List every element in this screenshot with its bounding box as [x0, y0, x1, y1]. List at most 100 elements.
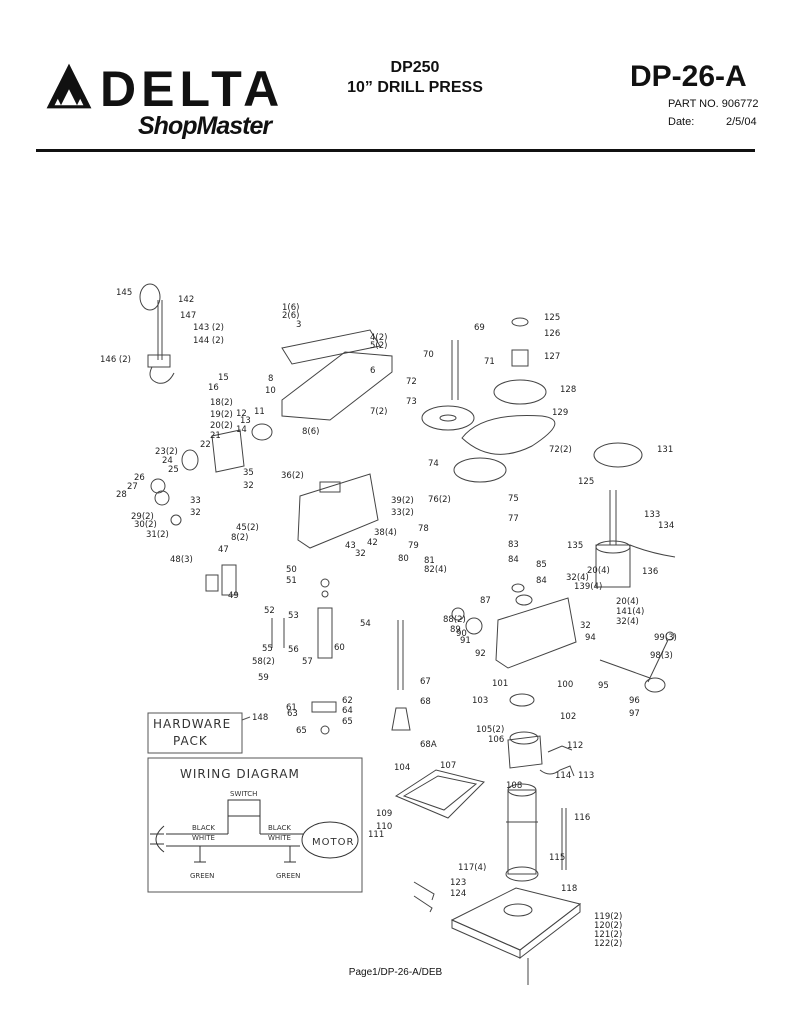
part-callout: 112	[567, 741, 583, 751]
part-callout: 129	[552, 408, 568, 418]
part-callout: 47	[218, 545, 229, 555]
part-callout: 30(2)	[134, 520, 157, 530]
part-callout: 14	[236, 425, 247, 435]
part-callout: 114	[555, 771, 571, 781]
part-callout: 48(3)	[170, 555, 193, 565]
part-callout: 57	[302, 657, 313, 667]
part-callout: 105(2)	[476, 725, 504, 735]
part-callout: 71	[484, 357, 495, 367]
wiring-left-white: WHITE	[192, 834, 215, 842]
hardware-pack-callout: 148	[252, 713, 268, 723]
part-callout: 22	[200, 440, 211, 450]
part-callout: 72	[406, 377, 417, 387]
part-callout: 145	[116, 288, 132, 298]
part-callout: 12	[236, 409, 247, 419]
hardware-pack-line2: PACK	[173, 734, 208, 748]
part-callout: 121(2)	[594, 930, 622, 940]
part-callout: 100	[557, 680, 573, 690]
model-title: DP250 10” DRILL PRESS	[330, 58, 500, 98]
part-callout: 75	[508, 494, 519, 504]
part-callout: 101	[492, 679, 508, 689]
part-callout: 97	[629, 709, 640, 719]
part-callout: 123	[450, 878, 466, 888]
part-callout: 32	[580, 621, 591, 631]
wiring-right-black: BLACK	[268, 824, 291, 832]
part-callout: 125	[578, 477, 594, 487]
part-callout: 122(2)	[594, 939, 622, 949]
part-callout: 126	[544, 329, 560, 339]
part-callout: 109	[376, 809, 392, 819]
part-callout: 7(2)	[370, 407, 387, 417]
part-callout: 18(2)	[210, 398, 233, 408]
hex-key-small	[413, 895, 433, 913]
part-callout: 23(2)	[155, 447, 178, 457]
part-callout: 115	[549, 853, 565, 863]
part-callout: 83	[508, 540, 519, 550]
wiring-switch-label: SWITCH	[230, 790, 257, 798]
drive-belt	[461, 415, 556, 455]
part-callout: 67	[420, 677, 431, 687]
part-callout: 108	[506, 781, 522, 791]
part-callout: 8	[268, 374, 273, 384]
part-callout: 20(2)	[210, 421, 233, 431]
part-callout: 78	[418, 524, 429, 534]
part-callout: 73	[406, 397, 417, 407]
part-callout: 81	[424, 556, 435, 566]
part-callout: 64	[342, 706, 353, 716]
part-callout: 51	[286, 576, 297, 586]
part-callout: 142	[178, 295, 194, 305]
quill	[317, 607, 333, 659]
part-callout: 99(3)	[654, 633, 677, 643]
part-callout: 32	[355, 549, 366, 559]
part-callout: 24	[162, 456, 173, 466]
model-number: DP250	[390, 59, 440, 76]
part-callout: 65	[296, 726, 307, 736]
part-callout: 27	[127, 482, 138, 492]
part-callout: 32(4)	[616, 617, 639, 627]
part-callout: 45(2)	[236, 523, 259, 533]
switch-plate	[221, 564, 237, 596]
part-callout: 29(2)	[131, 512, 154, 522]
part-callout: 35	[243, 468, 254, 478]
spindle-pulley	[421, 405, 475, 431]
part-callout: 103	[472, 696, 488, 706]
part-callout: 20(4)	[616, 597, 639, 607]
part-callout: 90	[456, 629, 467, 639]
part-callout: 13	[240, 416, 251, 426]
part-callout: 87	[480, 596, 491, 606]
part-callout: 110	[376, 822, 392, 832]
wiring-motor	[301, 821, 359, 859]
part-callout: 70	[423, 350, 434, 360]
part-callout: 106	[488, 735, 504, 745]
belt-guard	[281, 351, 393, 421]
part-callout: 32	[243, 481, 254, 491]
part-callout: 80	[398, 554, 409, 564]
part-callout: 21	[210, 431, 221, 441]
part-callout: 76(2)	[428, 495, 451, 505]
part-callout: 96	[629, 696, 640, 706]
part-callout: 77	[508, 514, 519, 524]
part-callout: 88(2)	[443, 615, 466, 625]
part-callout: 52	[264, 606, 275, 616]
part-callout: 56	[288, 645, 299, 655]
part-callout: 111	[368, 830, 384, 840]
part-callout: 33	[190, 496, 201, 506]
part-callout: 65	[342, 717, 353, 727]
part-callout: 125	[544, 313, 560, 323]
hex-key	[413, 881, 435, 901]
part-callout: 84	[508, 555, 519, 565]
part-callout: 98(3)	[650, 651, 673, 661]
part-callout: 4(2)	[370, 333, 387, 343]
part-callout: 89	[450, 625, 461, 635]
part-callout: 116	[574, 813, 590, 823]
part-callout: 74	[428, 459, 439, 469]
head-body	[495, 597, 577, 669]
page-footer: Page1/DP-26-A/DEB	[348, 967, 443, 978]
chuck	[391, 707, 411, 731]
part-callout: 127	[544, 352, 560, 362]
wiring-diagram-box	[147, 757, 363, 893]
part-callout: 42	[367, 538, 378, 548]
part-callout: 16	[208, 383, 219, 393]
part-callout: 31(2)	[146, 530, 169, 540]
